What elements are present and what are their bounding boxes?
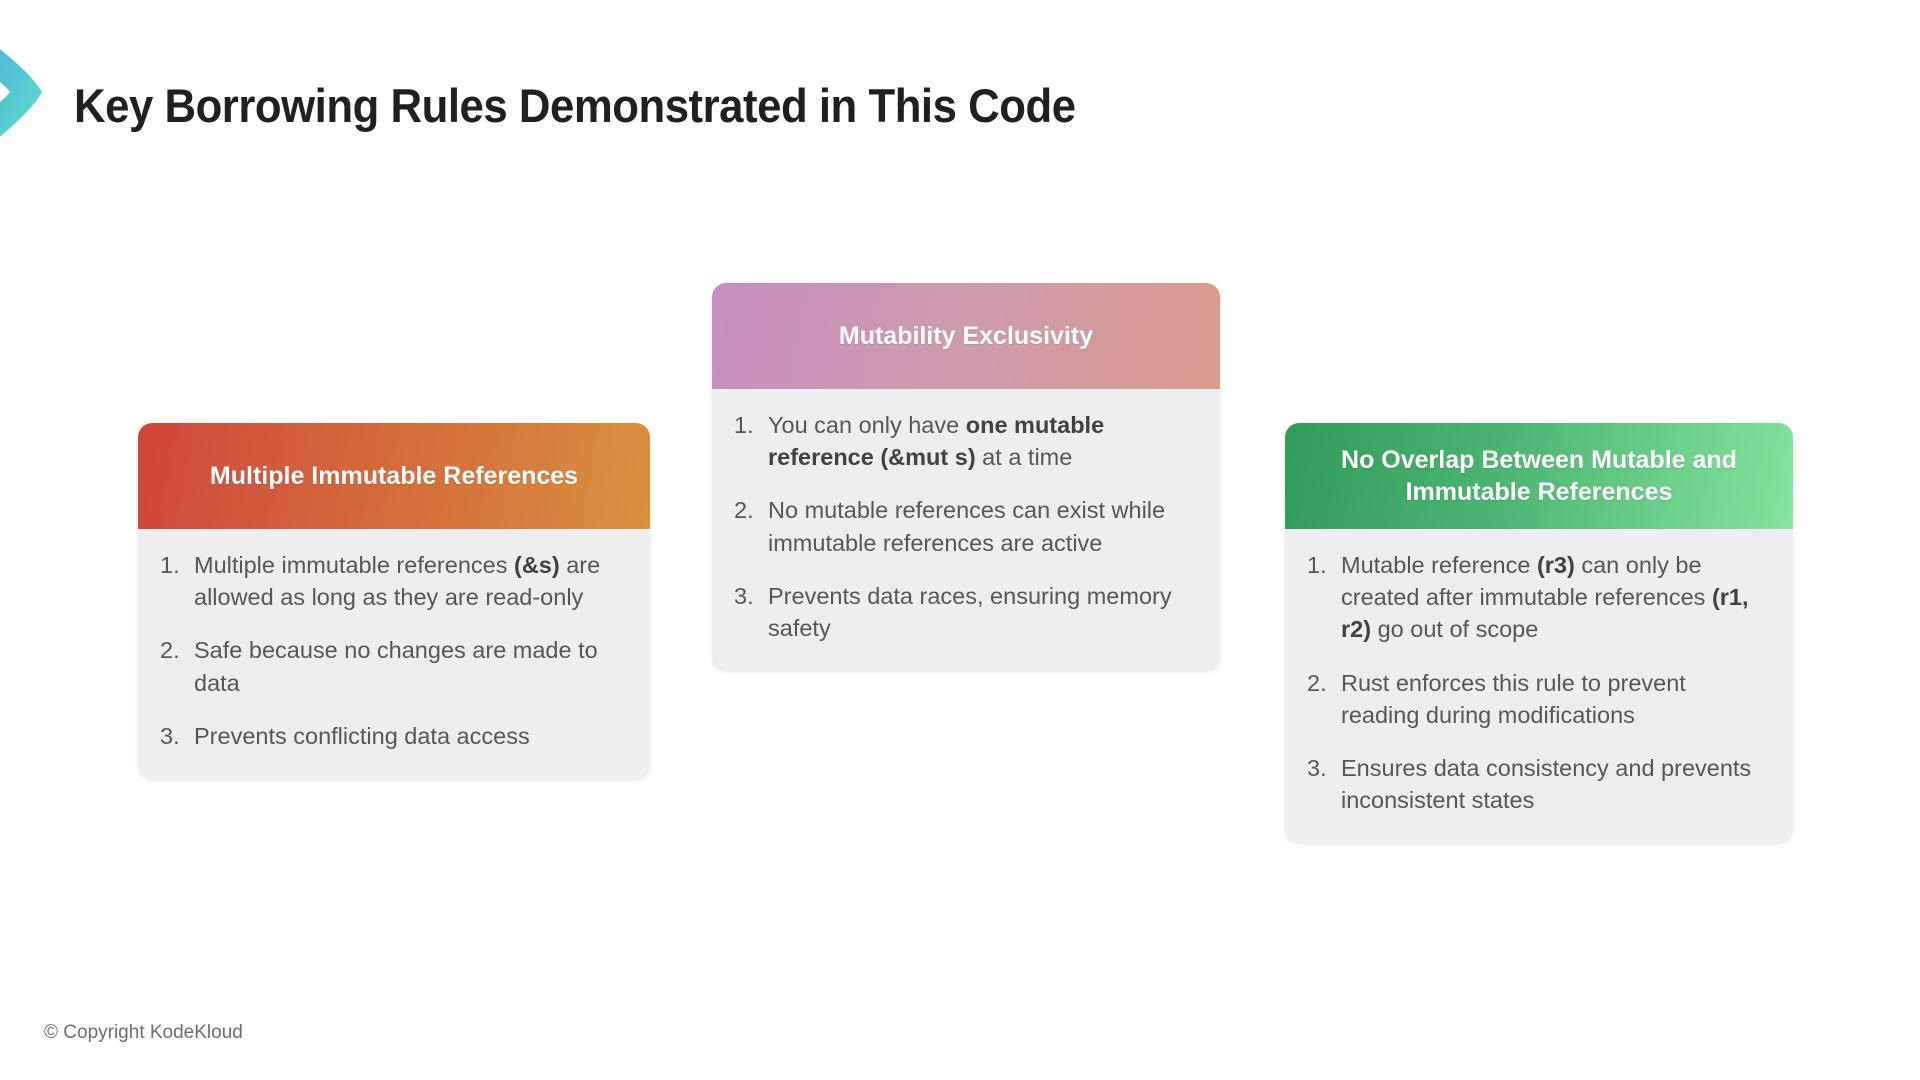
- card-header-title: Mutability Exclusivity: [712, 283, 1220, 389]
- list-item-number: 3.: [734, 582, 754, 609]
- list-item-text: Rust enforces this rule to prevent readi…: [1341, 669, 1686, 728]
- list-item: 3. Prevents data races, ensuring memory s…: [734, 580, 1194, 644]
- card-list: 1. Mutable reference (r3) can only be cre…: [1307, 549, 1767, 816]
- list-item-text: You can only have one mutable reference …: [768, 412, 1105, 471]
- card-list: 1. You can only have one mutable referenc…: [734, 409, 1194, 644]
- card-mutability-exclusivity: Mutability Exclusivity 1. You can only ha…: [712, 283, 1220, 671]
- list-item: 1. Mutable reference (r3) can only be cre…: [1307, 549, 1767, 646]
- list-item: 3. Ensures data consistency and prevents …: [1307, 752, 1767, 816]
- card-list: 1. Multiple immutable references (&s) are…: [160, 549, 624, 752]
- list-item: 2. No mutable references can exist while …: [734, 494, 1194, 558]
- card-multiple-immutable-references: Multiple Immutable References 1. Multiple…: [138, 423, 650, 778]
- card-header-title: No Overlap Between Mutable and Immutable…: [1285, 423, 1793, 529]
- list-item-number: 1.: [1307, 552, 1327, 578]
- list-item-text: Safe because no changes are made to data: [194, 637, 598, 696]
- card-body: 1. Mutable reference (r3) can only be cre…: [1285, 529, 1793, 843]
- card-body: 1. Multiple immutable references (&s) are…: [138, 529, 650, 778]
- list-item: 2. Rust enforces this rule to prevent rea…: [1307, 667, 1767, 731]
- page-title: Key Borrowing Rules Demonstrated in This…: [74, 79, 1076, 132]
- list-item-number: 2.: [160, 637, 180, 664]
- list-item-number: 3.: [160, 722, 180, 749]
- list-item-text: Mutable reference (r3) can only be creat…: [1341, 552, 1749, 643]
- list-item: 2. Safe because no changes are made to da…: [160, 634, 624, 698]
- list-item-number: 1.: [734, 412, 754, 438]
- list-item-text: Multiple immutable references (&s) are a…: [194, 552, 601, 611]
- list-item-number: 2.: [1307, 669, 1327, 696]
- list-item-text: Prevents data races, ensuring memory saf…: [768, 582, 1172, 641]
- chevron-logo-icon: [0, 49, 42, 137]
- card-no-overlap-between-mutable-and-immutable-references: No Overlap Between Mutable and Immutable…: [1285, 423, 1793, 843]
- list-item: 1. Multiple immutable references (&s) are…: [160, 549, 624, 613]
- list-item-number: 2.: [734, 497, 754, 524]
- card-header-title: Multiple Immutable References: [138, 423, 650, 529]
- list-item: 1. You can only have one mutable referenc…: [734, 409, 1194, 473]
- list-item-number: 3.: [1307, 754, 1327, 781]
- list-item-text: Ensures data consistency and prevents in…: [1341, 754, 1752, 814]
- list-item: 3. Prevents conflicting data access: [160, 720, 624, 752]
- card-body: 1. You can only have one mutable referenc…: [712, 389, 1220, 671]
- list-item-text: No mutable references can exist while im…: [768, 497, 1166, 556]
- list-item-number: 1.: [160, 552, 180, 578]
- list-item-text: Prevents conflicting data access: [194, 722, 530, 749]
- copyright-notice: © Copyright KodeKloud: [44, 1022, 243, 1043]
